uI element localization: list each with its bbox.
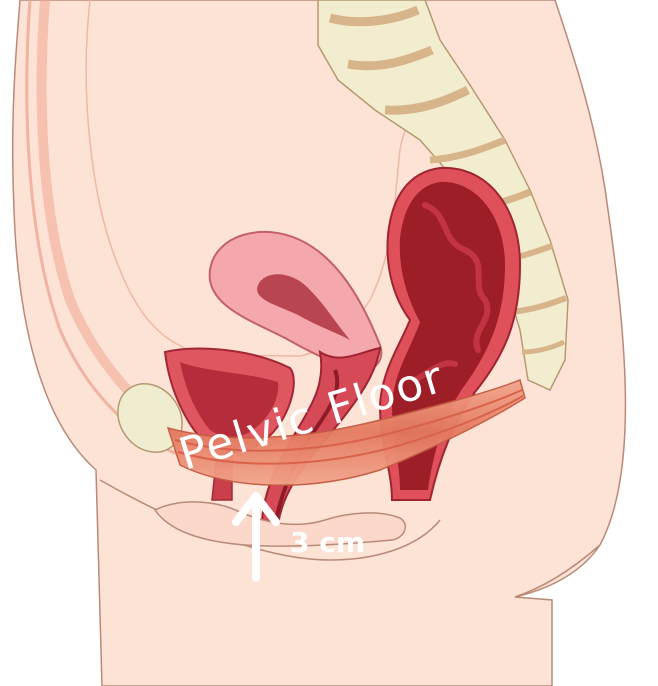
label-lift-distance: 3 cm xyxy=(290,526,365,559)
